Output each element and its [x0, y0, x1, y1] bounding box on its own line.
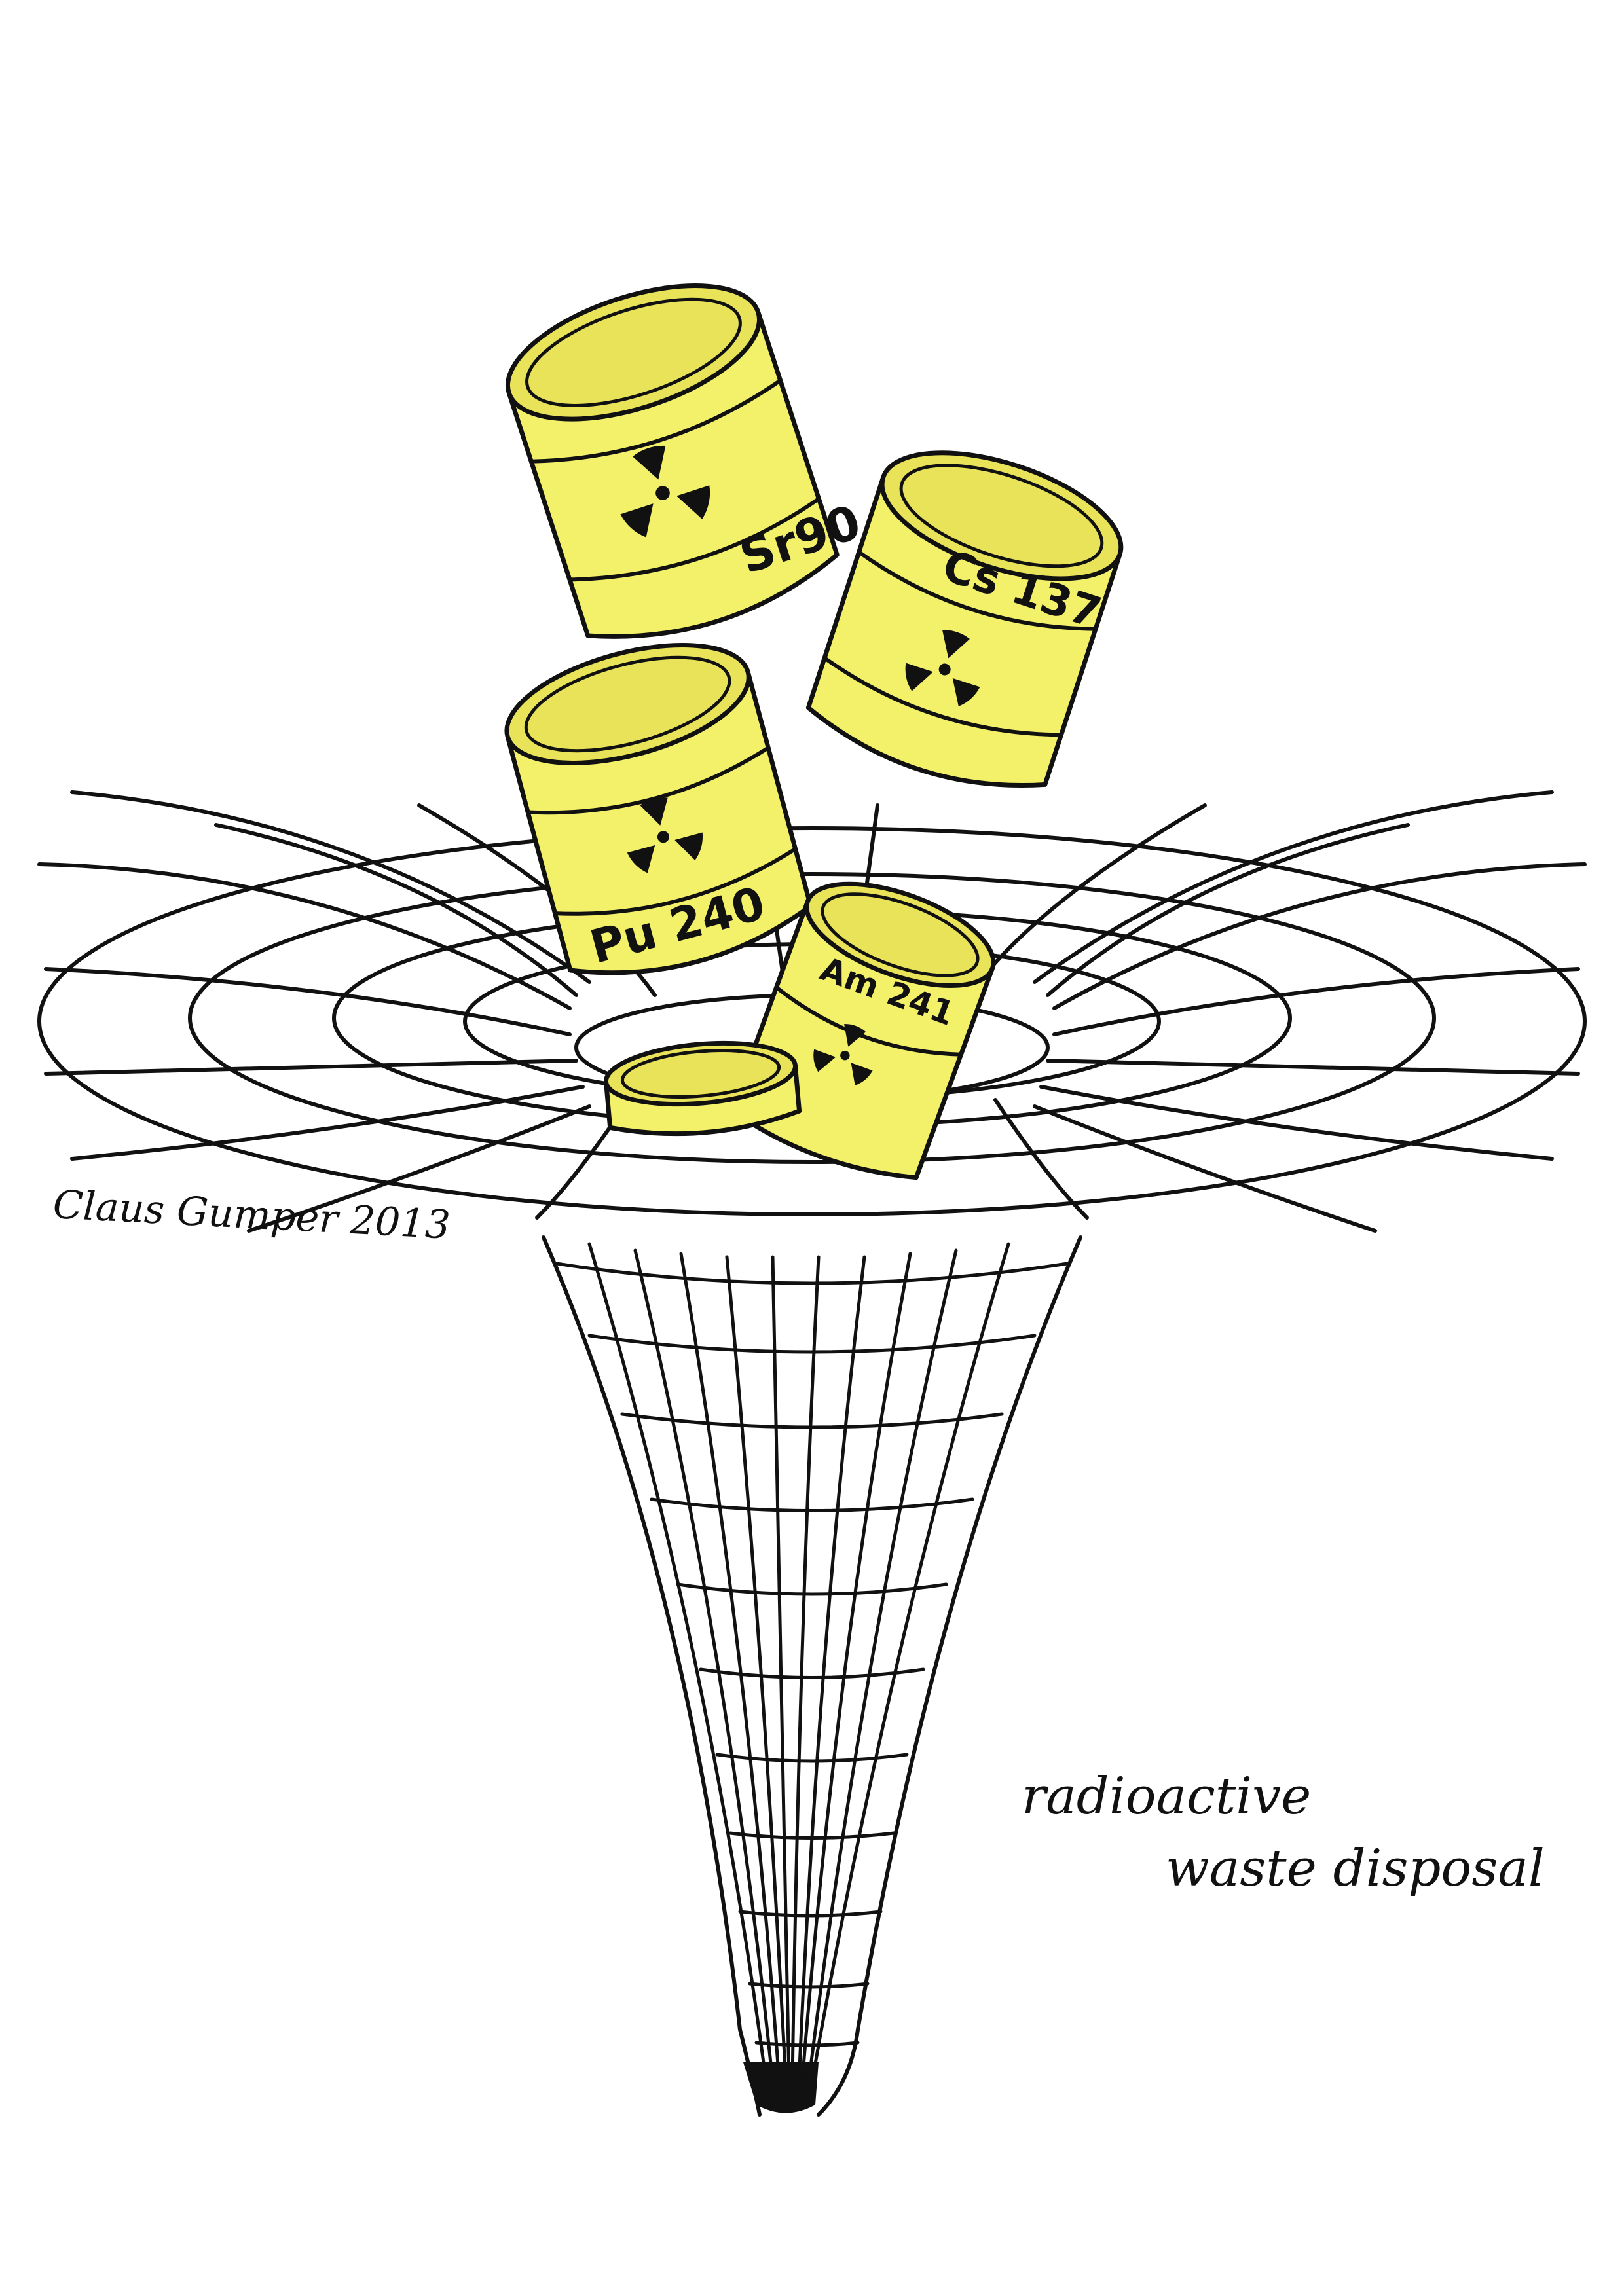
caption-line-2: waste disposal — [1166, 1839, 1545, 1898]
artist-signature: Claus Gumper 2013 — [52, 1182, 451, 1248]
barrel-cs137: Cs 137 — [805, 450, 1124, 788]
barrel-sr90: Sr90 — [505, 283, 867, 639]
grid-ring-2 — [188, 872, 1436, 1164]
caption-line-1: radioactive — [1022, 1767, 1311, 1826]
barrel-sinking — [603, 1040, 802, 1137]
funnel-throat — [542, 1235, 1082, 2117]
grid-ring-outer — [37, 826, 1587, 1216]
barrel-pu240: Pu 240 — [504, 642, 813, 975]
